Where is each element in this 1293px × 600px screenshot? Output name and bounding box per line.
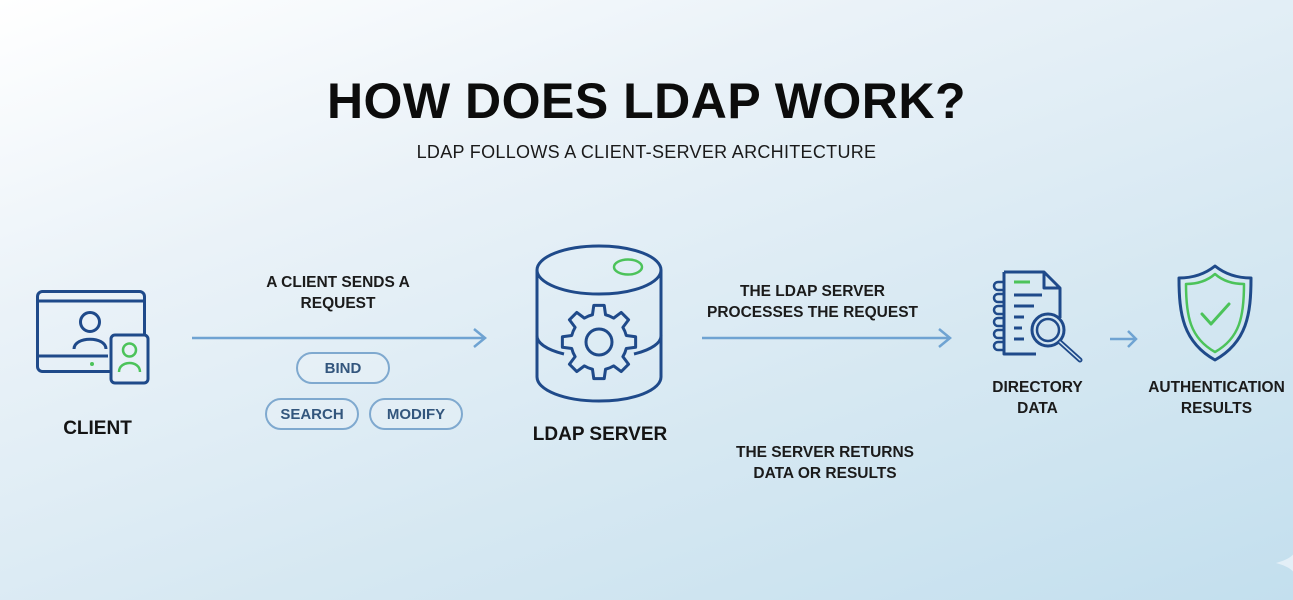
return-step-label: THE SERVER RETURNS DATA OR RESULTS — [715, 442, 935, 484]
return-step-line1: THE SERVER RETURNS — [736, 444, 914, 461]
shield-check-icon — [1177, 264, 1253, 362]
directory-search-icon — [992, 270, 1083, 363]
auth-label-line2: RESULTS — [1180, 400, 1253, 417]
request-step-line2: REQUEST — [300, 295, 376, 312]
request-step-line1: A CLIENT SENDS A — [266, 274, 410, 291]
gear-icon — [560, 303, 638, 381]
operation-modify: MODIFY — [369, 398, 463, 430]
operation-search: SEARCH — [265, 398, 359, 430]
page-subtitle: LDAP FOLLOWS A CLIENT-SERVER ARCHITECTUR… — [416, 142, 877, 162]
directory-label: DIRECTORY DATA — [975, 377, 1100, 419]
operation-bind: BIND — [296, 352, 390, 384]
page-title: HOW DOES LDAP WORK? — [326, 73, 967, 129]
corner-sparkle-icon — [1276, 554, 1293, 572]
request-arrow — [192, 328, 487, 348]
directory-label-line2: DATA — [1017, 400, 1058, 417]
result-arrow — [1110, 330, 1138, 348]
request-step-label: A CLIENT SENDS A REQUEST — [238, 272, 438, 314]
auth-label-line1: AUTHENTICATION — [1148, 379, 1285, 396]
database-gear-icon — [535, 244, 663, 403]
client-device-icon — [36, 290, 150, 385]
process-arrow — [702, 328, 952, 348]
process-step-label: THE LDAP SERVER PROCESSES THE REQUEST — [700, 281, 925, 323]
client-label: CLIENT — [63, 418, 132, 439]
server-label: LDAP SERVER — [532, 424, 668, 445]
directory-label-line1: DIRECTORY — [992, 379, 1083, 396]
process-step-line2: PROCESSES THE REQUEST — [706, 304, 918, 321]
return-step-line2: DATA OR RESULTS — [753, 465, 897, 482]
auth-label: AUTHENTICATION RESULTS — [1140, 377, 1293, 419]
process-step-line1: THE LDAP SERVER — [740, 283, 885, 300]
